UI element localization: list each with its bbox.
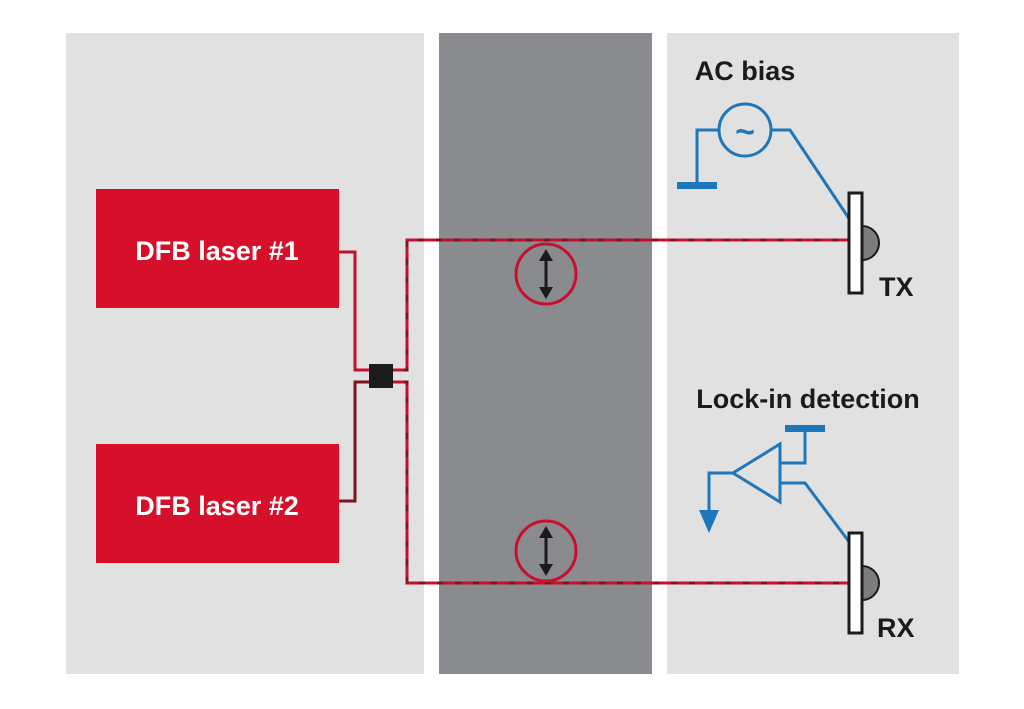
gas-cell-panel: [439, 33, 652, 674]
right-panel: [667, 33, 959, 674]
ground-icon-tx: [677, 182, 717, 189]
left-panel: [66, 33, 424, 674]
ground-arrow-icon: [699, 510, 719, 533]
supply-bar-icon: [785, 425, 825, 432]
dfb-laser-2: DFB laser #2: [96, 444, 339, 563]
rx-device-icon: [847, 531, 880, 635]
tx-device-icon: [847, 191, 880, 295]
ac-symbol: ~: [735, 113, 755, 151]
tx-label: TX: [879, 272, 914, 302]
fiber-laser-1: [339, 250, 370, 372]
ac-bias-label: AC bias: [695, 56, 796, 86]
fiber-coupler-icon: [369, 364, 393, 388]
dfb-laser-1: DFB laser #1: [96, 189, 339, 308]
lock-in-wiring: [707, 432, 852, 544]
lock-in-label: Lock-in detection: [696, 384, 920, 414]
dfb-laser-2-label: DFB laser #2: [135, 491, 299, 521]
ac-bias-wiring: [695, 128, 852, 221]
fiber-rx-path: [392, 380, 850, 585]
adjust-element-lower-icon: [514, 519, 578, 583]
dfb-laser-1-label: DFB laser #1: [135, 236, 299, 266]
rx-label: RX: [877, 613, 915, 643]
fiber-laser-2: [339, 380, 370, 503]
fiber-tx-path: [392, 238, 850, 372]
adjust-element-upper-icon: [514, 242, 578, 306]
amplifier-icon: [730, 441, 782, 505]
